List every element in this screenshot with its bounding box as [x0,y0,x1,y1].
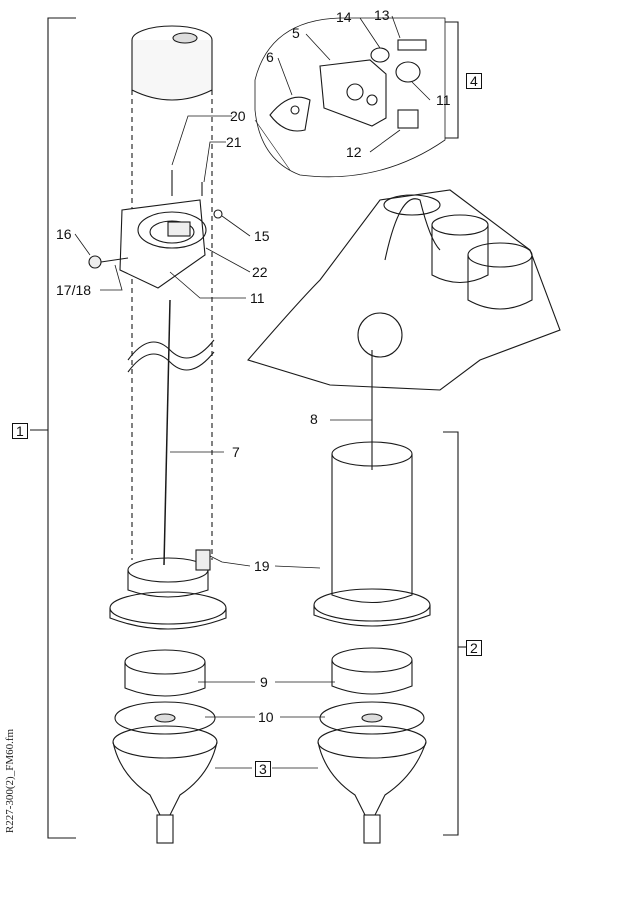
callout-1: 1 [12,423,28,439]
hopper-illustration [247,119,561,430]
callout-14: 14 [336,9,352,25]
callout-12: 12 [346,144,362,160]
file-reference-text: R227-300(2)_FM60.fm [4,728,17,834]
callout-13: 13 [374,7,390,23]
callout-21: 21 [226,134,242,150]
callout-9: 9 [260,674,268,690]
bracket-group-1 [47,17,76,839]
callout-11-inset: 11 [436,92,451,108]
rod-7 [163,299,171,566]
callout-16: 16 [56,226,72,242]
callout-22: 22 [252,264,268,280]
callout-2: 2 [466,640,482,656]
bracket-group-2 [443,431,459,836]
callout-11: 11 [250,290,265,306]
left-tube-upper [127,25,215,560]
left-lower-assembly [109,549,227,844]
left-clamp-bracket [88,170,223,289]
callout-20: 20 [230,108,246,124]
leader-lines [74,15,431,769]
callout-3: 3 [255,761,271,777]
callout-19: 19 [254,558,270,574]
callout-15: 15 [254,228,270,244]
callout-4: 4 [466,73,482,89]
callout-17-18: 17/18 [56,282,92,298]
callout-5: 5 [292,25,300,41]
callout-6: 6 [266,49,274,65]
right-lower-assembly [313,430,431,844]
inset-detail-4 [254,17,459,178]
callout-7: 7 [232,444,240,460]
callout-8: 8 [310,411,318,427]
callout-10: 10 [258,709,274,725]
